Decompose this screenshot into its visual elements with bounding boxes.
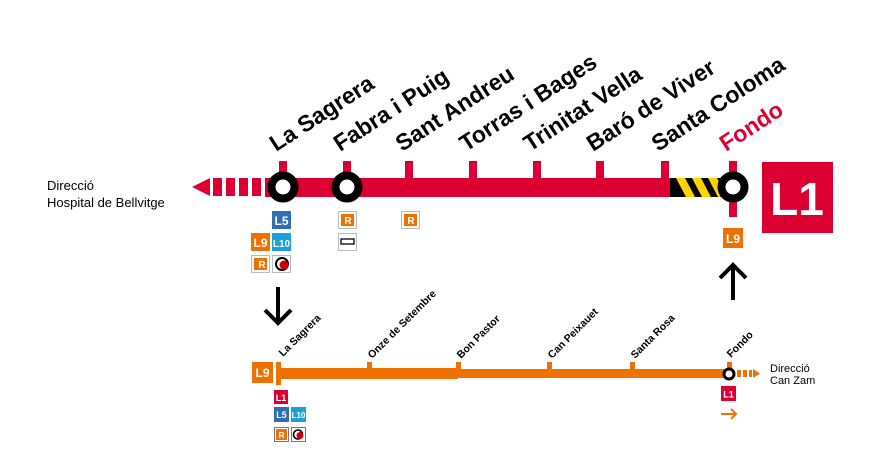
line-l9 xyxy=(252,362,760,385)
arrow-down-icon xyxy=(263,287,293,326)
connections-sant-andreu: R xyxy=(401,211,420,229)
station-circles xyxy=(267,171,749,203)
info-icon xyxy=(291,427,306,442)
station-bon-pastor[interactable]: Bon Pastor xyxy=(455,313,503,361)
station-fondo-l9[interactable]: Fondo xyxy=(725,329,756,360)
connections-la-sagrera-l9: L1 L5 L10 R xyxy=(274,390,306,442)
badge-l5: L5 xyxy=(274,214,288,228)
badge-l1: L1 xyxy=(276,393,287,403)
badge-l10: L10 xyxy=(292,411,306,420)
arrow-right-icon xyxy=(721,408,738,420)
connections-fondo-l1: L9 xyxy=(723,228,743,248)
badge-rodalies: R xyxy=(258,260,266,271)
station-onze-de-setembre[interactable]: Onze de Setembre xyxy=(366,288,439,361)
l1-station-labels: La Sagrera Fabra i Puig Sant Andreu Torr… xyxy=(265,48,790,156)
l9-station-labels: La Sagrera Onze de Setembre Bon Pastor C… xyxy=(277,288,756,361)
svg-text:L1: L1 xyxy=(770,173,824,225)
badge-l1: L1 xyxy=(723,390,734,400)
bus-icon xyxy=(338,233,357,251)
badge-l9: L9 xyxy=(726,232,740,246)
line-l1-badge: L1 xyxy=(762,162,833,233)
badge-l10: L10 xyxy=(273,239,291,250)
direction-arrow-left-icon xyxy=(192,178,210,196)
direction-left-line2: Hospital de Bellvitge xyxy=(47,195,165,210)
connections-la-sagrera-l1: L5 L9 L10 R xyxy=(251,211,291,273)
badge-l9: L9 xyxy=(253,236,267,250)
direction-left-line1: Direcció xyxy=(47,178,94,193)
line-l9-badge: L9 xyxy=(255,366,269,380)
station-santa-rosa[interactable]: Santa Rosa xyxy=(629,312,678,361)
direction-right-line2: Can Zam xyxy=(770,375,815,387)
connections-fondo-l9: L1 xyxy=(721,386,738,420)
direction-right-line1: Direcció xyxy=(770,363,810,375)
connections-fabra-i-puig: R xyxy=(338,211,357,251)
badge-rodalies: R xyxy=(407,216,415,227)
direction-arrow-right-icon xyxy=(753,369,760,378)
badge-rodalies: R xyxy=(279,431,285,440)
info-icon xyxy=(272,255,291,273)
badge-l5: L5 xyxy=(276,410,287,420)
hazard-section xyxy=(670,178,720,197)
station-circle-fondo xyxy=(722,367,736,381)
arrow-up-icon xyxy=(718,262,748,300)
badge-rodalies: R xyxy=(344,216,352,227)
station-can-peixauet[interactable]: Can Peixauet xyxy=(546,306,601,361)
